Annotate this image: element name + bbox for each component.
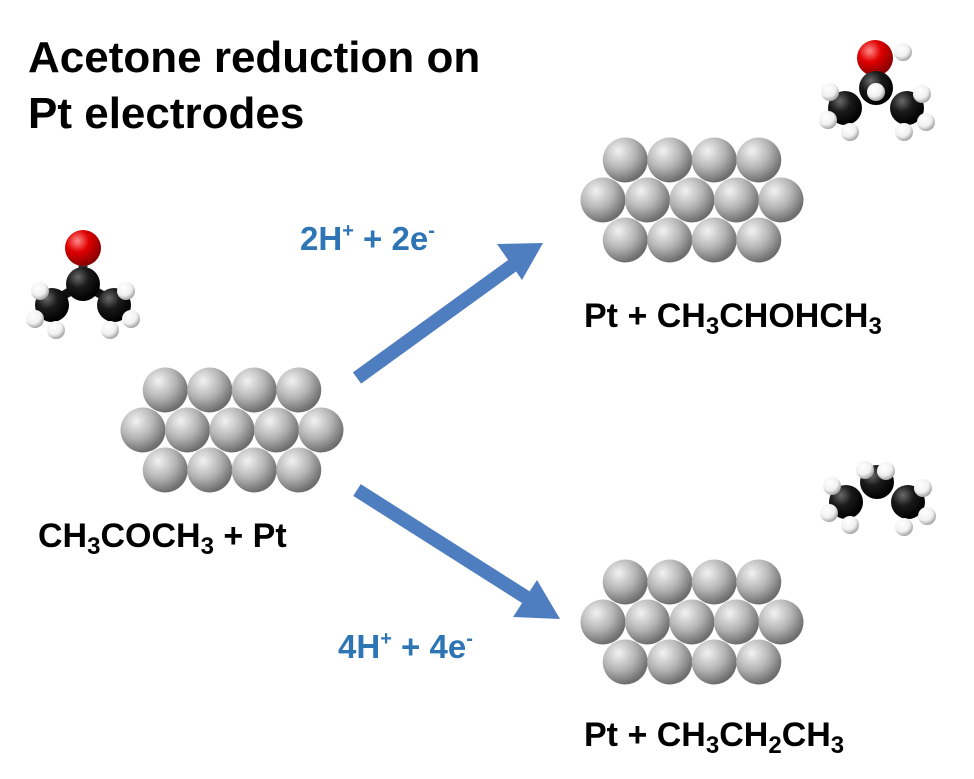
- pt-atom: [625, 177, 670, 223]
- pt-atom: [736, 639, 782, 685]
- reactant-label: CH3COCH3 + Pt: [38, 517, 287, 560]
- pt-atom: [120, 407, 166, 453]
- pt-cluster-reactant: [120, 367, 344, 493]
- upper-product-label: Pt + CH3CHOHCH3: [584, 297, 882, 340]
- pt-atom: [758, 599, 804, 645]
- pt-atom: [691, 639, 737, 685]
- pt-atom: [187, 367, 233, 413]
- pt-atom: [209, 407, 255, 453]
- pt-atom: [276, 367, 322, 413]
- pt-atom: [669, 177, 715, 223]
- pt-atom: [602, 559, 648, 605]
- pt-atom: [669, 599, 715, 645]
- pt-atom: [736, 217, 782, 263]
- pt-atom: [758, 177, 804, 223]
- pt-atom: [714, 177, 759, 223]
- pt-atom: [165, 407, 210, 453]
- title-line-2: Pt electrodes: [28, 89, 305, 138]
- pt-atom: [625, 599, 670, 645]
- propane-molecule: [820, 461, 936, 536]
- pt-atom: [647, 137, 693, 183]
- pt-atom: [647, 639, 693, 685]
- upper-reaction-arrow: [352, 243, 543, 384]
- upper-reaction-conditions: 2H+ + 2e-: [300, 220, 435, 257]
- pt-atom: [580, 177, 626, 223]
- pt-atom: [602, 639, 648, 685]
- pt-cluster-lower-product: [580, 559, 804, 685]
- pt-atom: [580, 599, 626, 645]
- title-line-1: Acetone reduction on: [28, 33, 481, 82]
- pt-atom: [187, 447, 233, 493]
- diagram-title: Acetone reduction on Pt electrodes: [28, 30, 480, 142]
- pt-atom: [691, 137, 737, 183]
- acetone-molecule: [26, 230, 140, 339]
- pt-atom: [142, 367, 188, 413]
- pt-atom: [647, 559, 693, 605]
- lower-product-label: Pt + CH3CH2CH3: [584, 716, 845, 759]
- pt-atom: [691, 217, 737, 263]
- lower-reaction-conditions: 4H+ + 4e-: [338, 628, 473, 665]
- pt-cluster-upper-product: [580, 137, 804, 263]
- pt-atom: [602, 137, 648, 183]
- pt-atom: [714, 599, 759, 645]
- pt-atom: [231, 367, 277, 413]
- pt-atom: [691, 559, 737, 605]
- pt-atom: [298, 407, 344, 453]
- pt-atom: [142, 447, 188, 493]
- pt-atom: [736, 137, 782, 183]
- isopropanol-molecule: [819, 40, 935, 141]
- lower-reaction-arrow: [353, 484, 560, 619]
- pt-atom: [736, 559, 782, 605]
- pt-atom: [647, 217, 693, 263]
- pt-atom: [602, 217, 648, 263]
- pt-atom: [231, 447, 277, 493]
- pt-atom: [276, 447, 322, 493]
- pt-atom: [254, 407, 299, 453]
